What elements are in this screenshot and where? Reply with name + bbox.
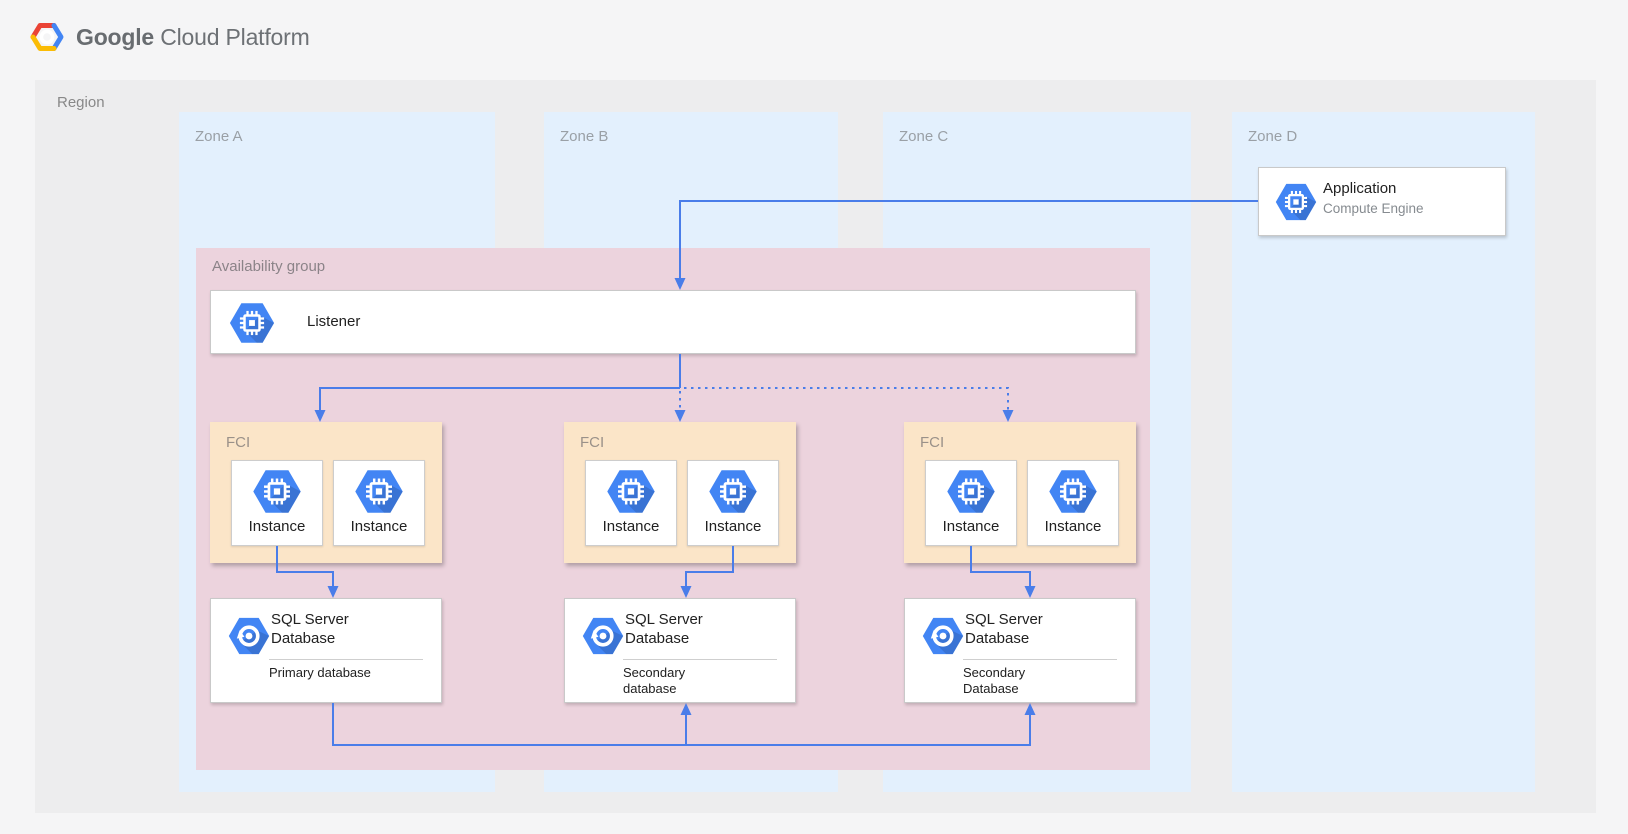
fci-c-label: FCI	[920, 434, 945, 451]
db-title-line1: SQL Server	[965, 611, 1043, 628]
logo-text-google: Google	[76, 23, 155, 50]
instance-label: Instance	[602, 518, 660, 535]
compute-engine-icon	[1273, 182, 1319, 222]
instance-label: Instance	[248, 518, 306, 535]
db-role: Secondary database	[623, 665, 685, 697]
db-role-line2: Database	[963, 681, 1019, 696]
fci-group-c: FCI Instance Instance	[904, 422, 1136, 563]
db-role-line2: database	[623, 681, 677, 696]
instance-card: Instance	[231, 460, 323, 546]
compute-engine-icon	[250, 468, 304, 515]
listener-label: Listener	[307, 313, 361, 330]
application-subtitle: Compute Engine	[1323, 201, 1424, 216]
compute-engine-icon	[706, 468, 760, 515]
compute-engine-icon	[1046, 468, 1100, 515]
fci-a-label: FCI	[226, 434, 251, 451]
compute-engine-icon	[352, 468, 406, 515]
sql-server-icon	[580, 616, 626, 656]
instance-label: Instance	[704, 518, 762, 535]
db-role-line1: Secondary	[623, 665, 686, 680]
divider	[623, 659, 777, 660]
gcp-hexagon-logo-icon	[30, 23, 64, 51]
db-title-line2: Database	[271, 630, 336, 647]
logo-text-cloud-platform: Cloud Platform	[160, 23, 310, 50]
zone-a-label: Zone A	[195, 128, 243, 145]
db-title: SQL Server Database	[625, 610, 703, 648]
instance-card: Instance	[585, 460, 677, 546]
db-title-line2: Database	[965, 630, 1030, 647]
google-cloud-platform-logo: Google Cloud Platform	[30, 22, 310, 52]
instance-card: Instance	[1027, 460, 1119, 546]
db-title-line1: SQL Server	[625, 611, 703, 628]
divider	[269, 659, 423, 660]
logo-text: Google Cloud Platform	[76, 24, 310, 51]
instance-label: Instance	[1044, 518, 1102, 535]
application-card: Application Compute Engine	[1258, 167, 1506, 236]
compute-engine-icon	[604, 468, 658, 515]
db-role: Secondary Database	[963, 665, 1025, 697]
instance-card: Instance	[687, 460, 779, 546]
zone-c-label: Zone C	[899, 128, 949, 145]
db-title-line2: Database	[625, 630, 690, 647]
sql-database-card-secondary-2: SQL Server Database Secondary Database	[904, 598, 1136, 703]
instance-label: Instance	[350, 518, 408, 535]
zone-b-label: Zone B	[560, 128, 609, 145]
divider	[963, 659, 1117, 660]
sql-server-icon	[226, 616, 272, 656]
sql-server-icon	[920, 616, 966, 656]
application-title: Application	[1323, 180, 1397, 197]
sql-database-card-primary: SQL Server Database Primary database	[210, 598, 442, 703]
db-role-line1: Secondary	[963, 665, 1026, 680]
instance-label: Instance	[942, 518, 1000, 535]
zone-d-label: Zone D	[1248, 128, 1298, 145]
db-title: SQL Server Database	[965, 610, 1043, 648]
fci-b-label: FCI	[580, 434, 605, 451]
header: Google Cloud Platform	[0, 0, 1628, 78]
availability-group-label: Availability group	[212, 258, 326, 275]
compute-engine-icon	[227, 301, 277, 345]
db-role: Primary database	[269, 665, 371, 681]
instance-card: Instance	[333, 460, 425, 546]
compute-engine-icon	[944, 468, 998, 515]
instance-card: Instance	[925, 460, 1017, 546]
fci-group-a: FCI Instance Instance	[210, 422, 442, 563]
fci-group-b: FCI Instance Instance	[564, 422, 796, 563]
region-label: Region	[57, 94, 105, 111]
sql-database-card-secondary-1: SQL Server Database Secondary database	[564, 598, 796, 703]
db-role-line1: Primary database	[269, 665, 371, 680]
db-title-line1: SQL Server	[271, 611, 349, 628]
db-title: SQL Server Database	[271, 610, 349, 648]
listener-card: Listener	[210, 290, 1136, 354]
